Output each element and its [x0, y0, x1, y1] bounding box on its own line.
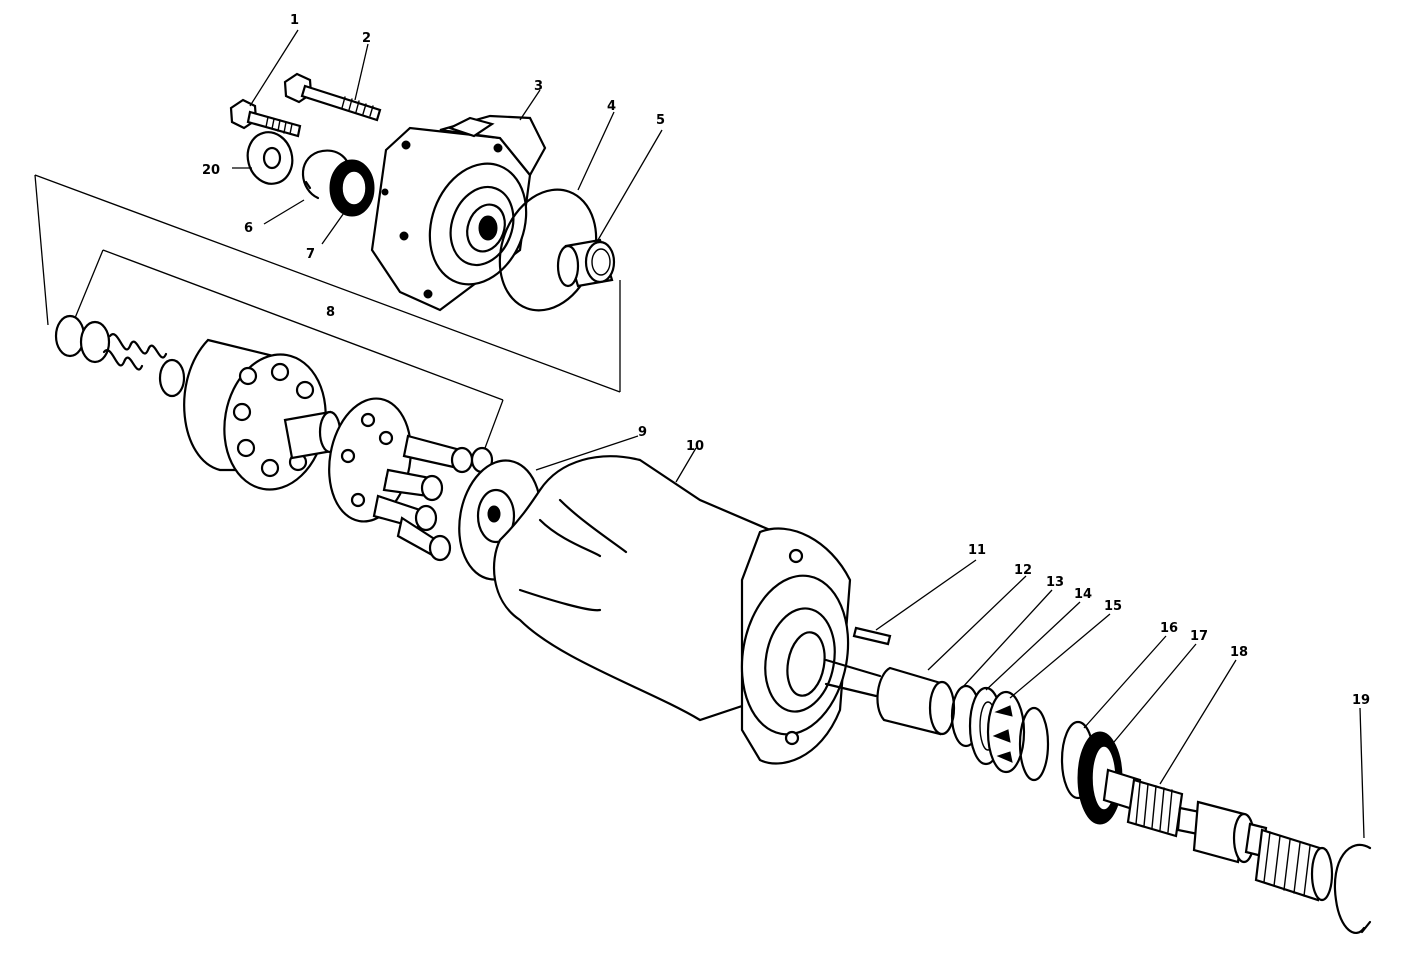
callout-3: 3 — [534, 79, 543, 94]
callout-16: 16 — [1160, 621, 1178, 636]
snap-ring-19 — [1333, 843, 1372, 934]
callout-8: 8 — [326, 305, 335, 320]
leader-lines — [232, 29, 1365, 839]
callout-20: 20 — [202, 163, 220, 178]
housing-10 — [492, 455, 852, 765]
callout-19: 19 — [1352, 693, 1370, 708]
callout-15: 15 — [1104, 599, 1122, 614]
seal-7 — [329, 159, 375, 217]
callout-13: 13 — [1046, 575, 1064, 590]
callout-1: 1 — [290, 13, 299, 28]
callout-5: 5 — [656, 113, 665, 128]
callout-11: 11 — [968, 543, 986, 558]
callout-2: 2 — [362, 31, 371, 46]
spring-assembly-8 — [54, 314, 186, 398]
callout-14: 14 — [1074, 587, 1092, 602]
callout-18: 18 — [1230, 645, 1248, 660]
bushing-5 — [556, 238, 616, 288]
bearing-12 — [824, 658, 956, 736]
cylinder-barrel-8 — [183, 338, 342, 491]
key-11 — [852, 626, 892, 646]
callout-labels: 1 2 3 4 5 6 7 8 9 10 11 12 13 14 15 16 1… — [202, 13, 1370, 708]
bolt-1 — [229, 98, 302, 138]
callout-10: 10 — [686, 439, 704, 454]
end-cover-3 — [370, 114, 547, 312]
outer-bracket — [34, 174, 621, 393]
shaft-18 — [1102, 768, 1334, 902]
pistons-8 — [372, 434, 494, 562]
callout-9: 9 — [638, 425, 647, 440]
callout-4: 4 — [607, 99, 616, 114]
thrust-bearing-15 — [986, 690, 1026, 774]
inner-bracket-8 — [74, 249, 504, 449]
callout-17: 17 — [1190, 629, 1208, 644]
callout-7: 7 — [306, 247, 315, 262]
washer-20 — [246, 131, 294, 185]
callout-12: 12 — [1014, 563, 1032, 578]
bolt-2 — [283, 72, 382, 122]
callout-6: 6 — [244, 221, 253, 236]
